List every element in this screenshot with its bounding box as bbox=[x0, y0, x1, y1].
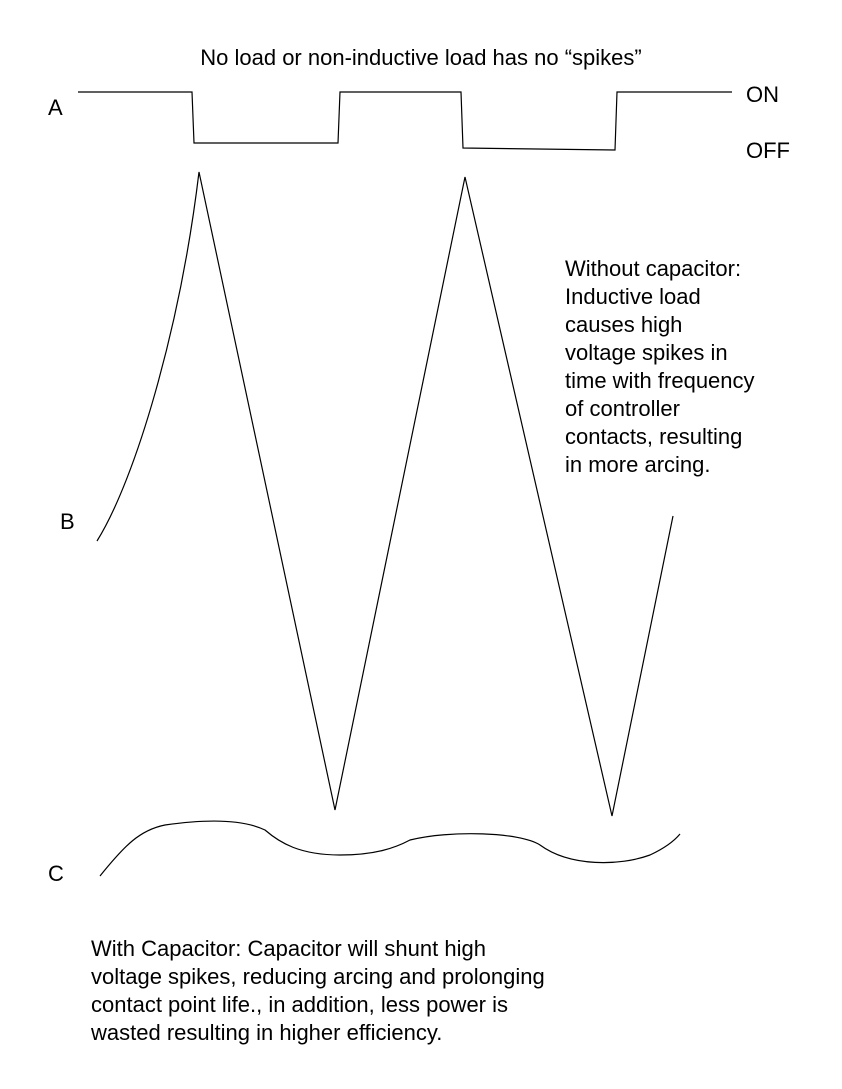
waveform-b-spikes bbox=[96, 171, 674, 817]
diagram-title: No load or non-inductive load has no “sp… bbox=[200, 45, 642, 70]
note-b-line: of controller bbox=[565, 396, 680, 421]
note-with-capacitor: With Capacitor: Capacitor will shunt hig… bbox=[91, 935, 545, 1047]
note-b-line: contacts, resulting bbox=[565, 424, 743, 449]
note-b-line: in more arcing. bbox=[565, 452, 711, 477]
note-b-line: Inductive load bbox=[565, 284, 701, 309]
state-on-label: ON bbox=[746, 82, 779, 107]
note-b-line: causes high bbox=[565, 312, 683, 337]
waveform-a-square bbox=[78, 91, 732, 151]
note-c-line: wasted resulting in higher efficiency. bbox=[91, 1020, 443, 1045]
label-a: A bbox=[48, 95, 63, 120]
note-b-line: Without capacitor: bbox=[565, 256, 742, 281]
label-c: C bbox=[48, 861, 64, 886]
note-without-capacitor: Without capacitor: Inductive load causes… bbox=[565, 255, 755, 479]
note-b-line: time with frequency bbox=[565, 368, 755, 393]
note-b-line: voltage spikes in bbox=[565, 340, 728, 365]
note-c-line: With Capacitor: Capacitor will shunt hig… bbox=[91, 936, 486, 961]
label-b: B bbox=[60, 509, 75, 534]
waveform-c-smoothed bbox=[99, 820, 681, 877]
note-c-line: voltage spikes, reducing arcing and prol… bbox=[91, 964, 545, 989]
state-off-label: OFF bbox=[746, 138, 790, 163]
note-c-line: contact point life., in addition, less p… bbox=[91, 992, 509, 1017]
